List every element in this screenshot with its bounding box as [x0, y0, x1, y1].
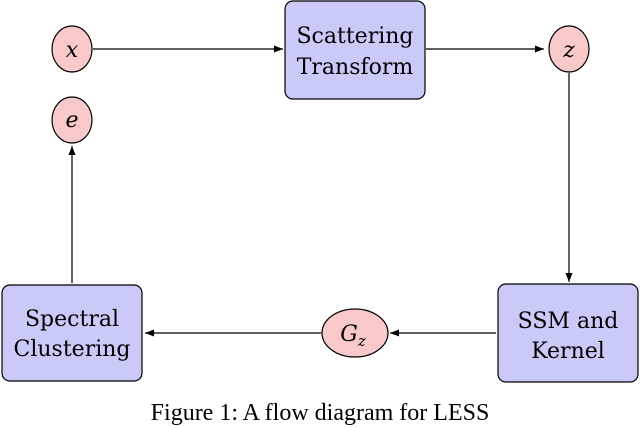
node-gz-subscript: z — [357, 332, 366, 350]
node-gz-main: G — [340, 322, 358, 347]
node-x: x — [51, 25, 93, 73]
ssm-line-2: Kernel — [531, 339, 605, 364]
node-e-label: e — [65, 108, 78, 133]
node-z-label: z — [562, 38, 575, 63]
flow-diagram: x z e Gz Scattering Transform SSM and Ke… — [1, 0, 639, 383]
node-ssm-kernel: SSM and Kernel — [497, 283, 639, 383]
node-z: z — [548, 25, 590, 73]
scattering-line-1: Scattering — [296, 24, 413, 49]
node-gz: Gz — [321, 308, 389, 358]
node-spectral-clustering: Spectral Clustering — [1, 284, 143, 382]
node-gz-label: Gz — [340, 322, 366, 350]
spectral-line-1: Spectral — [25, 307, 119, 332]
spectral-line-2: Clustering — [14, 337, 131, 362]
node-x-label: x — [66, 38, 79, 63]
ssm-line-1: SSM and — [518, 309, 619, 334]
node-scattering-transform: Scattering Transform — [284, 0, 426, 100]
figure-caption: Figure 1: A flow diagram for LESS — [150, 400, 490, 426]
scattering-line-2: Transform — [297, 55, 414, 80]
node-e: e — [51, 96, 93, 144]
